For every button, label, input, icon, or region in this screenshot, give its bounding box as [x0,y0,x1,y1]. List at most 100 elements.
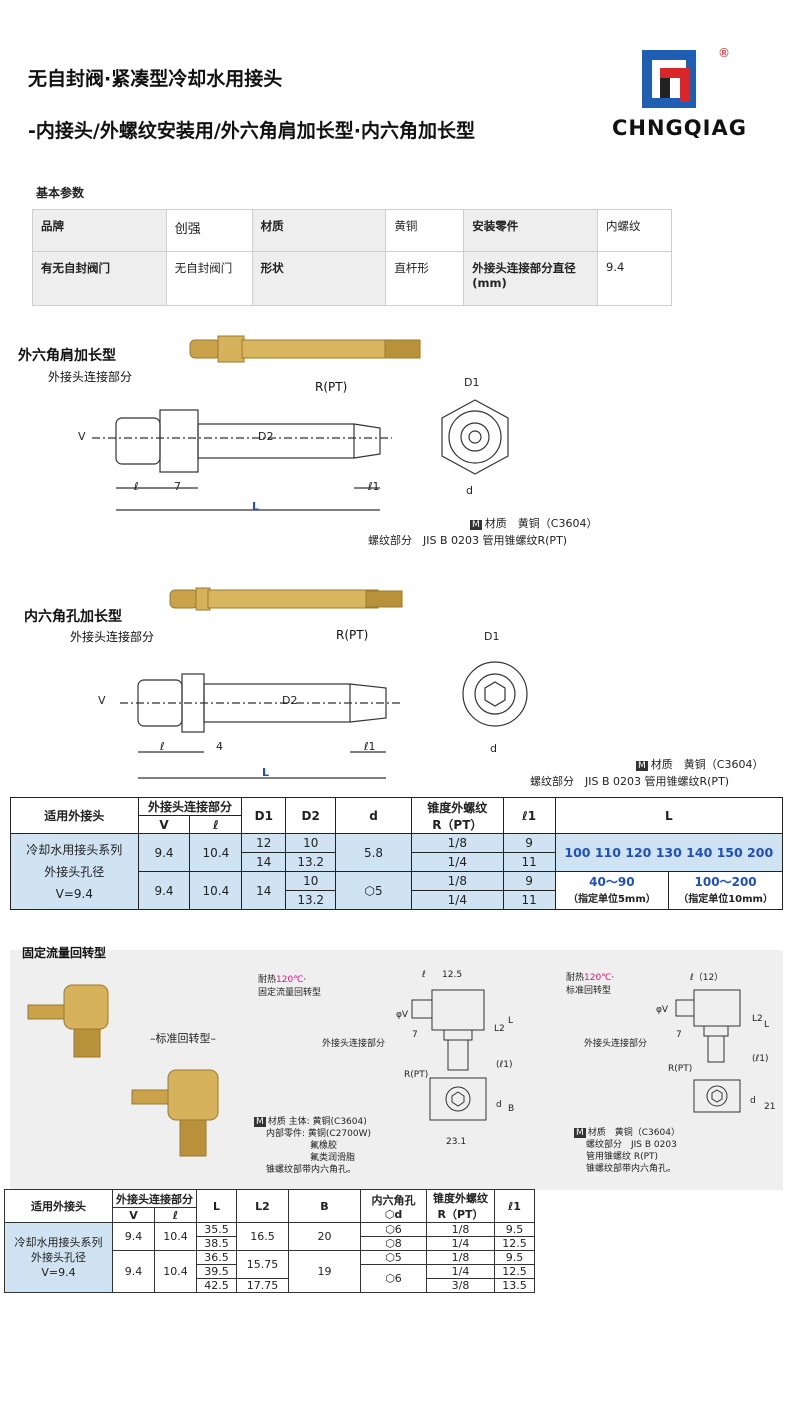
rotary-photo-fixed [27,984,109,1058]
fig2-dim-d2: D2 [282,694,298,707]
col2-taper-r: R（PT） [437,1208,484,1221]
cell-L-values: 100 110 120 130 140 150 200 [554,833,784,872]
col-v: V [137,815,191,834]
applicable2-v: V=9.4 [41,1266,76,1279]
cell-d1: 14 [241,852,287,872]
brand-logo [642,50,696,108]
cell2-l1: 9.5 [494,1250,535,1265]
col2-hex-d: ⬡d [384,1207,403,1221]
fig1-end-drawing [441,399,509,475]
fig2-side-drawing [120,673,400,779]
cell-r: 1/4 [410,890,504,910]
cell2-L2: 17.75 [236,1278,289,1293]
cell2-L: 36.5 [196,1250,237,1265]
cell-L-unit2: （指定单位10mm） [678,893,773,905]
rotary-photo-standard [131,1069,219,1157]
cell-r: 1/4 [410,852,504,872]
cell2-l: 10.4 [154,1222,197,1251]
cell2-r: 1/8 [426,1222,495,1237]
rotary-left-mat1: 材质 主体: 黄铜(C3604) [267,1117,367,1127]
rotary-left-mat2: 内部零件: 黄铜(C2700W) [266,1129,372,1139]
rotary-left-dim-b: B [508,1104,515,1114]
rotary-right-connect: 外接头连接部分 [584,1039,648,1049]
rotary-left-mat5: 锥螺纹部带内六角孔。 [266,1165,357,1175]
param-value: 内螺纹 [597,209,672,252]
rotary-section-bg [10,950,783,1190]
param-key: 材质 [251,209,387,252]
col2-l: ℓ [154,1207,197,1223]
rotary-right-heat-dot: · [611,973,615,983]
col2-applicable: 适用外接头 [4,1189,113,1223]
rotary-standard-label: –标准回转型– [150,1032,216,1045]
cell2-L: 35.5 [196,1222,237,1237]
cell-d2: 13.2 [285,890,337,910]
cell-r: 1/8 [410,833,504,853]
cell-L-range2: 100～200 [694,874,757,889]
fig1-dim-l1: ℓ1 [368,480,380,493]
rotary-right-dim-7: 7 [676,1030,682,1040]
cell2-r: 1/4 [426,1264,495,1279]
rotary-left-dim-l: ℓ [422,970,426,980]
fig2-material-icon: M [636,761,648,771]
applicable-v: V=9.4 [55,886,93,901]
cell2-L: 42.5 [196,1278,237,1293]
fig1-connect-label: 外接头连接部分 [48,370,133,384]
cell2-L: 39.5 [196,1264,237,1279]
fig1-dim-l: ℓ [134,480,139,493]
fig1-dim-v: V [78,430,86,443]
brand-name: CHNGQIAG [612,116,747,140]
rotary-left-dim-231: 23.1 [446,1137,467,1147]
rotary-right-drawing [675,989,741,1113]
rotary-right-dim-21: 21 [764,1102,776,1112]
fig2-dim-l: ℓ [160,740,165,753]
rotary-left-mat4: 氟类润滑脂 [310,1153,356,1163]
cell-d2: 10 [285,833,337,853]
rotary-left-dim-d: d [496,1100,502,1110]
applicable2-series: 冷却水用接头系列 [14,1236,103,1249]
col2-l1: ℓ1 [494,1189,535,1223]
cell2-l1: 12.5 [494,1264,535,1279]
params-row: 有无自封阀门 无自封阀门 形状 直杆形 外接头连接部分直径(mm) 9.4 [32,251,672,306]
col-d1: D1 [241,797,287,834]
fig2-dim-L: L [262,766,270,779]
rotary-left-dim-7: 7 [412,1030,418,1040]
rotary-right-dim-l1: (ℓ1) [752,1054,769,1064]
fig2-dim-D1: D1 [484,630,500,643]
rotary-right-thread: R(PT) [668,1064,693,1074]
fig2-dim-v: V [98,694,106,707]
cell-d1: 12 [241,833,287,853]
col-connect: 外接头连接部分 [137,797,243,816]
page-title-line2: -内接头/外螺纹安装用/外六角肩加长型·内六角加长型 [28,120,475,142]
page-title-line1: 无自封阀·紧凑型冷却水用接头 [28,68,283,90]
cell-l: 10.4 [189,871,243,910]
rotary-right-name: 标准回转型 [566,986,612,996]
rotary-left-dim-phiv: φV [396,1010,409,1020]
rotary-section-title: 固定流量回转型 [22,946,107,960]
fig2-material: 材质 黄铜（C3604） [650,758,764,771]
applicable2-bore: 外接头孔径 [31,1251,86,1264]
fig1-material: 材质 黄铜（C3604） [484,517,598,530]
col2-connect: 外接头连接部分 [112,1188,197,1209]
param-value: 创强 [165,209,253,252]
param-value: 无自封阀门 [165,251,253,306]
param-value: 9.4 [597,251,672,306]
col2-B: B [288,1189,361,1223]
param-key: 外接头连接部分直径(mm) [463,251,599,306]
cell2-l1: 9.5 [494,1222,535,1237]
rotary-right-dim-d: d [750,1096,756,1106]
fig2-dim-d: d [490,742,497,755]
cell2-hex: ⬡5 [360,1250,427,1265]
cell-l: 10.4 [189,833,243,872]
rotary-left-thread: R(PT) [404,1070,429,1080]
fig1-dim-d2: D2 [258,430,274,443]
rotary-left-drawing [411,989,487,1121]
fig1-dim-7: 7 [174,480,181,493]
cell-L-unit1: （指定单位5mm） [567,893,656,905]
registered-mark: ® [718,46,730,60]
cell2-L2: 15.75 [236,1250,289,1279]
rotary-right-temp: 120℃ [584,973,612,983]
cell2-v: 9.4 [112,1250,155,1293]
cell-r: 1/8 [410,871,504,891]
